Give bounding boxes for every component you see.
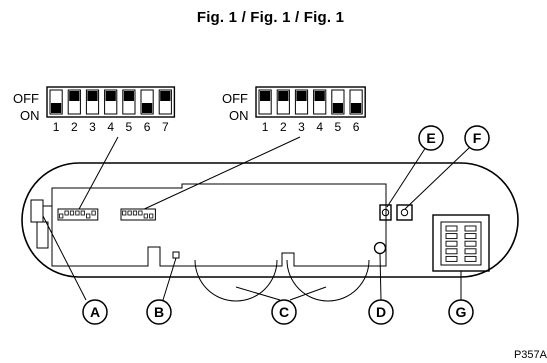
switch-knob-4 [314,91,325,101]
component-b [172,251,180,259]
switch-number-4: 4 [316,120,323,134]
switch-knob-5 [332,103,343,113]
circuit-board [51,183,387,267]
leader-c1 [235,286,281,301]
switch-knob-3 [296,91,307,101]
switch-number-2: 2 [280,120,287,134]
on-label: ON [20,108,40,123]
callout-g: G [448,299,474,325]
callout-a: A [82,299,108,325]
terminal-right-1 [464,225,477,232]
leader-f [404,146,471,210]
switch-number-3: 3 [298,120,305,134]
terminal-left-3 [445,240,458,247]
terminal-right-5 [464,255,477,262]
board-switch-lever-7 [91,210,96,216]
callout-c: C [271,299,297,325]
reference-code: P357A [513,349,547,361]
leader-d [379,253,382,301]
switch-number-6: 6 [144,120,151,134]
switch-knob-1 [260,91,271,101]
callout-a-label: A [90,304,100,320]
off-label: OFF [13,91,39,106]
connector-a [30,199,52,249]
switch-knob-2 [69,91,80,101]
callout-f: F [464,125,490,151]
board-switch-right [120,208,156,221]
board-switch-lever-2 [64,210,69,216]
device-housing [21,162,519,278]
switch-frame [255,86,366,118]
callout-e-label: E [426,130,435,146]
leader-b [162,257,177,301]
switch-knob-1 [51,103,62,113]
leader-left-switch [77,136,119,212]
callout-c-label: C [279,304,289,320]
callout-g-label: G [456,304,467,320]
terminal-right-3 [464,240,477,247]
board-switch-lever-2 [127,210,132,216]
indicator-f [396,204,413,221]
switch-number-6: 6 [353,120,360,134]
terminal-right-2 [464,233,477,240]
leader-c2 [289,286,327,301]
callout-f-label: F [473,130,482,146]
switch-knob-6 [351,103,362,113]
component-d [373,241,387,255]
board-switch-body [120,208,156,221]
off-label: OFF [222,91,248,106]
terminal-right-4 [464,248,477,255]
terminal-left-2 [445,233,458,240]
board-switch-lever-6 [149,213,154,219]
callout-d-label: D [376,304,386,320]
board-switch-lever-3 [132,210,138,216]
board-switch-lever-1 [122,210,127,216]
switch-number-3: 3 [89,120,96,134]
board-switch-left [57,208,99,221]
board-switch-lever-4 [75,210,80,216]
switch-knob-5 [123,91,134,101]
switch-number-5: 5 [335,120,342,134]
switch-frame [46,86,176,118]
switch-knob-4 [105,91,116,101]
switch-number-2: 2 [71,120,78,134]
switch-knob-3 [87,91,98,101]
board-switch-lever-1 [59,213,64,219]
switch-knob-2 [278,91,289,101]
switch-number-1: 1 [53,120,60,134]
switch-knob-7 [160,91,171,101]
switch-number-5: 5 [126,120,133,134]
callout-b: B [146,299,172,325]
switch-number-4: 4 [107,120,114,134]
board-switch-lever-5 [80,210,85,216]
terminal-left-4 [445,248,458,255]
figure-title: Fig. 1 / Fig. 1 / Fig. 1 [196,9,345,26]
leader-right-switch [139,136,301,212]
board-switch-lever-6 [86,213,91,219]
board-switch-lever-3 [69,210,75,216]
callout-d: D [368,299,394,325]
indicator-e [379,204,392,221]
callout-b-label: B [154,304,164,320]
switch-number-1: 1 [262,120,269,134]
switch-number-7: 7 [162,120,169,134]
terminal-left-5 [445,255,458,262]
switch-knob-6 [142,103,153,113]
board-switch-lever-4 [138,210,143,216]
cutout-right [286,259,370,302]
terminal-left-1 [445,225,458,232]
cutout-left [194,259,278,302]
on-label: ON [229,108,249,123]
leader-e [386,146,427,208]
board-switch-lever-5 [143,213,148,219]
terminal-block-g [432,214,490,272]
leader-a [42,215,87,301]
callout-e: E [418,125,444,151]
